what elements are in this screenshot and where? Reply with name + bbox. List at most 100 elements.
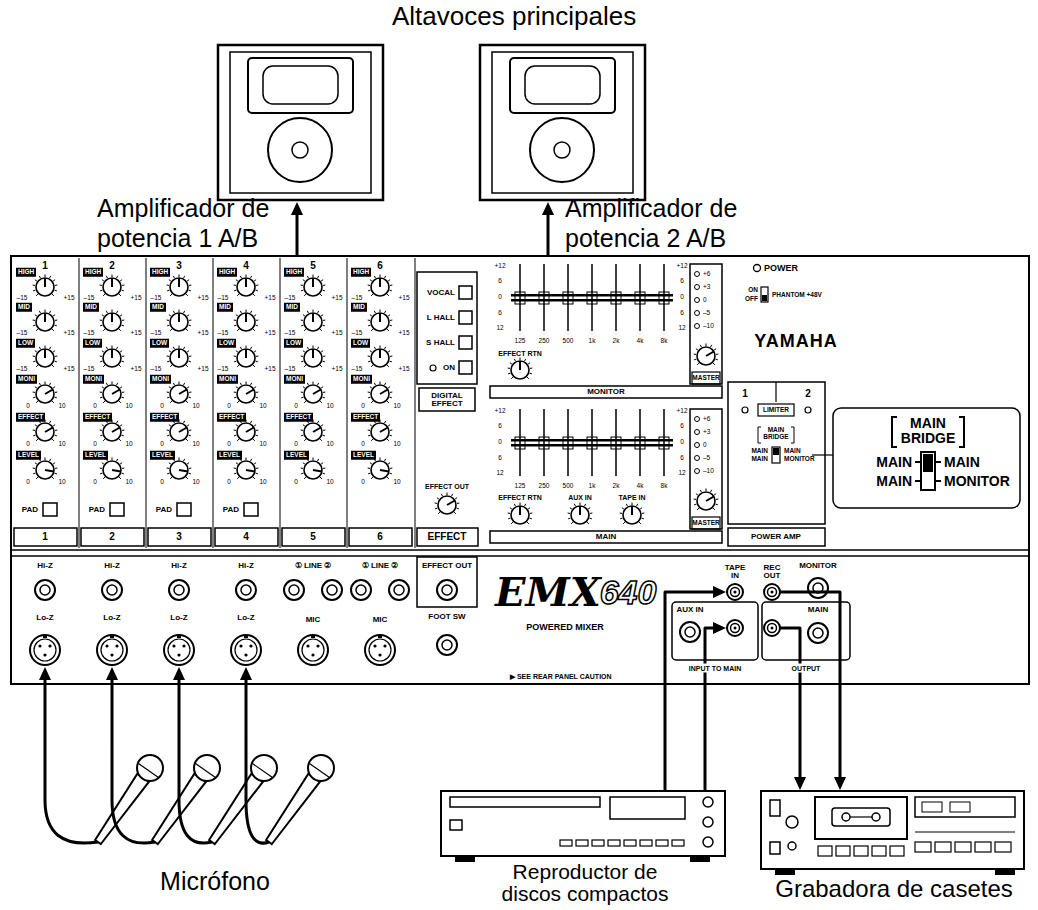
knob-pointer bbox=[45, 470, 54, 472]
panel-label: AUX IN bbox=[568, 494, 592, 501]
knob-pointer bbox=[313, 390, 321, 395]
xlr-jack-inner bbox=[235, 639, 257, 661]
panel-label: 500 bbox=[563, 338, 574, 345]
knob-tick bbox=[179, 310, 180, 313]
knob-pointer bbox=[112, 390, 120, 395]
cassette-button bbox=[836, 846, 850, 856]
knob-tick bbox=[100, 468, 102, 469]
knob-tick bbox=[254, 315, 256, 316]
knob-pointer bbox=[44, 349, 46, 358]
node-caption: Grabadora de casetes bbox=[775, 876, 1012, 902]
knob-tick bbox=[169, 315, 171, 316]
panel-label: +6 bbox=[703, 271, 710, 278]
knob bbox=[697, 492, 715, 510]
knob-tick bbox=[55, 468, 57, 469]
knob-tick bbox=[301, 285, 303, 286]
panel-label: +15 bbox=[331, 295, 342, 302]
cable-connector bbox=[39, 667, 51, 740]
arrowhead bbox=[794, 777, 806, 790]
knob-tick bbox=[447, 493, 448, 496]
arrowhead bbox=[291, 202, 303, 215]
eq-slider-knob bbox=[515, 437, 525, 449]
knob-tick bbox=[713, 508, 715, 510]
knob-tick bbox=[301, 320, 303, 321]
panel-label: 6 bbox=[680, 310, 684, 317]
knob-tick bbox=[390, 397, 392, 399]
panel-label: 12 bbox=[496, 470, 503, 477]
speaker-group: Altavoces principales bbox=[200, 0, 700, 202]
panel-label: –15 bbox=[218, 330, 229, 337]
panel-label: EFFECT bbox=[16, 413, 45, 422]
xlr-jack bbox=[231, 635, 261, 665]
phone-jack-hole bbox=[685, 627, 695, 637]
panel-label: LOW bbox=[150, 339, 169, 348]
phone-jack-hole bbox=[394, 585, 404, 595]
xlr-pin bbox=[316, 644, 319, 647]
knob bbox=[304, 349, 322, 367]
panel-label: +12 bbox=[494, 263, 505, 270]
panel-label: 0 bbox=[680, 439, 684, 446]
xlr-latch bbox=[378, 635, 382, 638]
knob-tick bbox=[318, 276, 319, 278]
callout-box bbox=[833, 408, 1020, 508]
knob-tick bbox=[122, 392, 124, 393]
section-band bbox=[490, 531, 722, 543]
xlr-latch bbox=[244, 635, 248, 638]
knob bbox=[371, 461, 389, 479]
channel-number-box bbox=[215, 528, 278, 546]
strip-divider bbox=[213, 258, 214, 548]
effect-button bbox=[459, 311, 472, 324]
panel-label: 10 bbox=[326, 441, 333, 448]
knob-tick bbox=[390, 290, 392, 292]
knob-tick bbox=[103, 329, 105, 331]
knob-tick bbox=[120, 463, 122, 464]
knob-tick bbox=[39, 311, 40, 313]
knob-tick bbox=[246, 310, 247, 313]
cassette-button bbox=[872, 846, 886, 856]
panel-label: 10 bbox=[125, 441, 132, 448]
knob-tick bbox=[321, 387, 323, 388]
knob-tick bbox=[53, 315, 55, 316]
speaker-horn-throat bbox=[525, 66, 600, 104]
cassette-button bbox=[995, 842, 1011, 852]
knob-tick bbox=[694, 499, 696, 500]
cable-connector bbox=[291, 202, 303, 255]
meter-led bbox=[695, 469, 700, 474]
knob bbox=[371, 313, 389, 331]
knob-tick bbox=[587, 522, 589, 524]
knob-pointer bbox=[246, 428, 254, 433]
knob-tick bbox=[590, 518, 592, 520]
panel-label: 6 bbox=[680, 423, 684, 430]
knob-tick bbox=[385, 276, 386, 278]
eq-slider-track bbox=[639, 264, 641, 331]
cassette-knob bbox=[788, 842, 796, 850]
knob-tick bbox=[620, 518, 622, 520]
panel-label: 0 bbox=[294, 441, 298, 448]
knob-tick bbox=[169, 463, 171, 464]
effect-button bbox=[459, 336, 472, 349]
cable-line bbox=[111, 678, 114, 740]
knob-tick bbox=[387, 401, 389, 403]
knob bbox=[170, 278, 188, 296]
cassette-button bbox=[955, 842, 971, 852]
knob-tick bbox=[103, 439, 105, 441]
panel-label: MONITOR bbox=[944, 474, 1010, 488]
output-box bbox=[762, 602, 850, 660]
pad-button bbox=[177, 503, 191, 516]
rca-jack-ring bbox=[768, 624, 777, 633]
knob-pointer bbox=[178, 349, 180, 358]
knob-tick bbox=[514, 504, 515, 506]
knob-tick bbox=[253, 439, 255, 441]
panel-label: EFFECT RTN bbox=[498, 494, 542, 501]
knob-tick bbox=[716, 359, 718, 361]
knob-tick bbox=[697, 363, 699, 365]
mic-grille-band bbox=[309, 764, 329, 778]
meter-led bbox=[695, 311, 700, 316]
knob-tick bbox=[510, 363, 512, 364]
panel-label: –15 bbox=[285, 330, 296, 337]
speaker-horn bbox=[510, 58, 615, 113]
knob-tick bbox=[371, 439, 373, 441]
xlr-jack bbox=[298, 635, 328, 665]
panel-label: MID bbox=[217, 303, 233, 312]
knob-tick bbox=[307, 383, 308, 385]
